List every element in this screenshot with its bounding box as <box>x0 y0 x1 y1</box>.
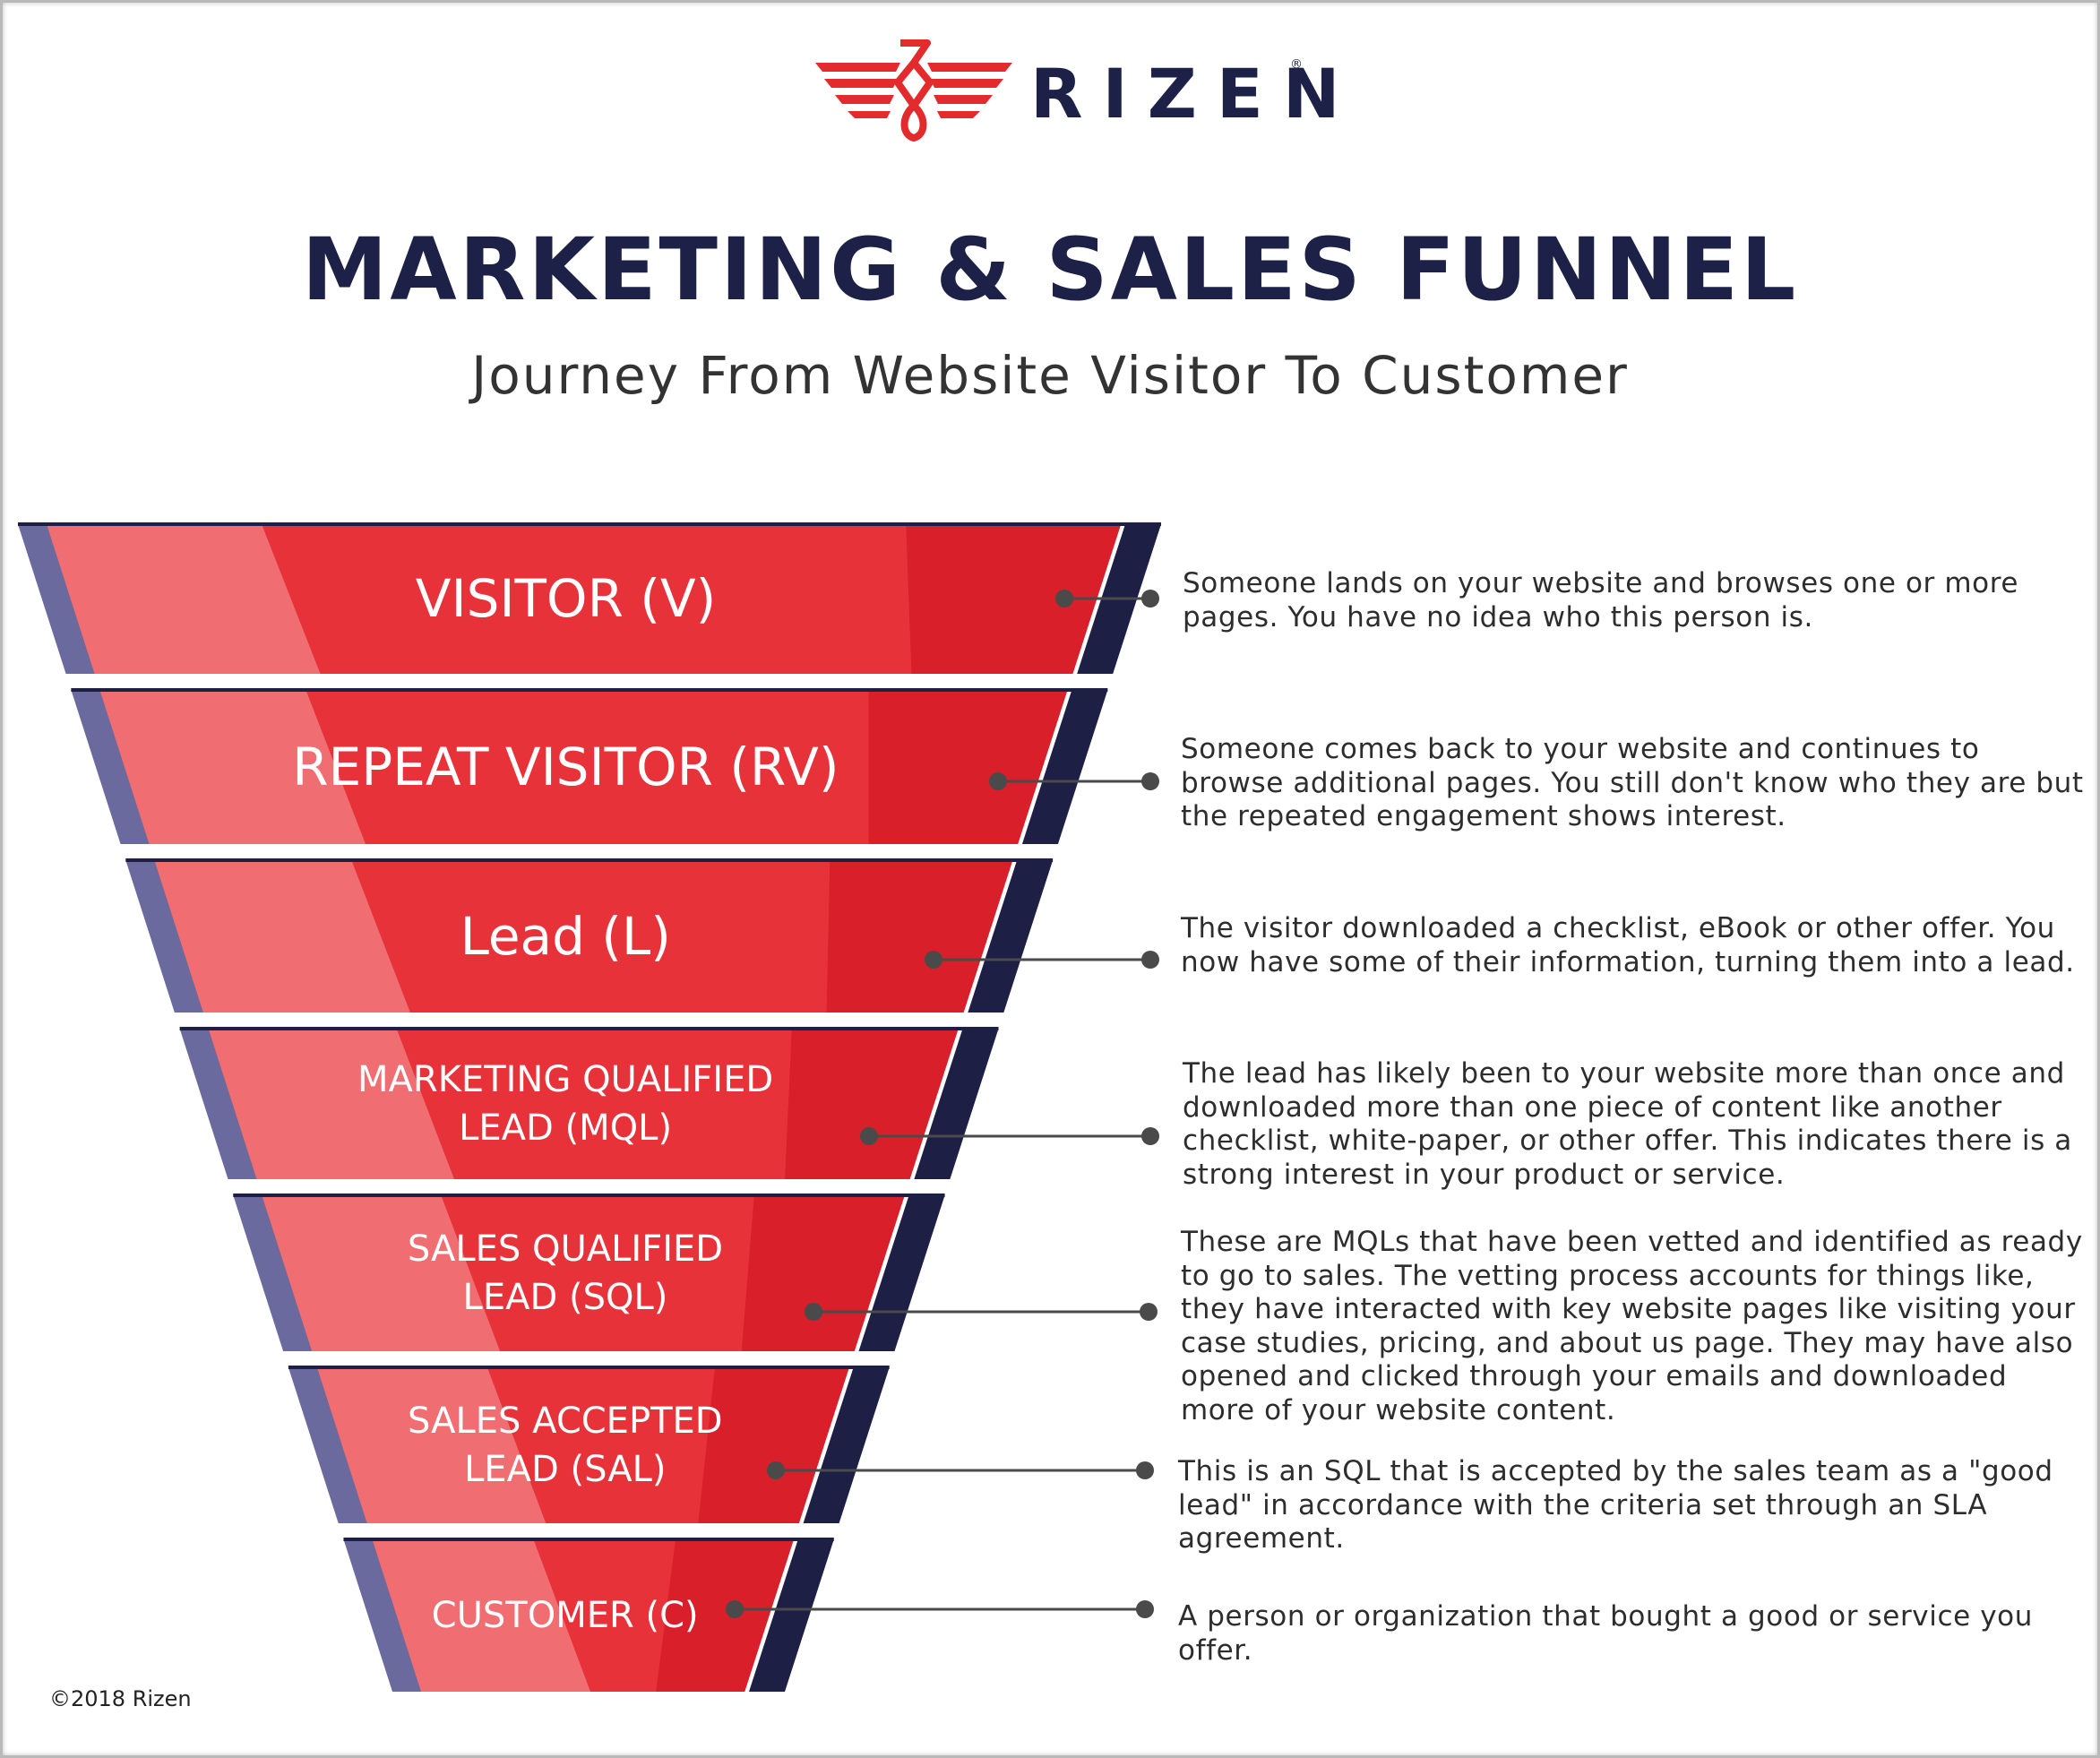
stage-label: REPEAT VISITOR (RV) <box>252 732 879 802</box>
stage-description: The visitor downloaded a checklist, eBoo… <box>1181 912 2075 978</box>
copyright-text: ©2018 Rizen <box>49 1686 192 1711</box>
connector-dot-end <box>1136 1461 1154 1479</box>
funnel-band-highlight <box>154 860 410 1013</box>
funnel-band-shade <box>656 1539 794 1692</box>
stage-label-line: SALES QUALIFIED <box>407 1228 724 1270</box>
funnel-band-left-side <box>71 690 159 844</box>
stage-label: MARKETING QUALIFIED LEAD (MQL) <box>252 1056 879 1152</box>
connector-dot-end <box>1136 1600 1154 1618</box>
stage-description: Someone comes back to your website and c… <box>1181 733 2084 832</box>
funnel-band-shade <box>698 1367 849 1523</box>
stage-label-line: MARKETING QUALIFIED <box>357 1059 774 1100</box>
connector-dot-start <box>767 1461 785 1479</box>
funnel-band-left-side <box>179 1029 266 1179</box>
stage-label-line: REPEAT VISITOR (RV) <box>292 736 839 797</box>
stage-description: Someone lands on your website and browse… <box>1183 567 2019 633</box>
stage-label: CUSTOMER (C) <box>252 1591 879 1640</box>
funnel-band-face <box>47 524 1122 674</box>
funnel-band-highlight <box>208 1029 455 1179</box>
winged-emblem-icon <box>815 39 1012 142</box>
funnel-band-right-shadow <box>968 860 1054 1013</box>
page-subtitle: Journey From Website Visitor To Customer <box>471 345 1629 406</box>
connector-dot-end <box>1141 590 1159 608</box>
funnel-band-shade <box>868 690 1068 844</box>
stage-label-line: VISITOR (V) <box>415 568 717 630</box>
funnel-band-left-side <box>125 860 212 1013</box>
connector-dot-end <box>1141 1127 1159 1145</box>
connector-dot-start <box>805 1303 822 1321</box>
funnel-band-left-side <box>18 524 104 674</box>
connector-dot-start <box>726 1600 744 1618</box>
funnel-band-right-shadow <box>914 1029 999 1179</box>
funnel-band-right-shadow <box>1021 690 1108 844</box>
funnel-band-highlight <box>47 524 321 674</box>
connector-dot-start <box>925 951 942 969</box>
funnel-band-highlight <box>262 1195 501 1351</box>
funnel-band-shade <box>826 860 1013 1013</box>
funnel-band-shade <box>906 524 1122 674</box>
page-title: MARKETING & SALES FUNNEL <box>301 220 1799 320</box>
funnel-band-highlight <box>372 1539 590 1692</box>
connector-dot-end <box>1141 772 1159 790</box>
funnel-band-left-side <box>233 1195 322 1351</box>
stage-label-line: SALES ACCEPTED <box>408 1400 723 1442</box>
funnel-band-highlight <box>316 1367 547 1523</box>
funnel-band-shade <box>785 1029 959 1179</box>
funnel-band-highlight <box>99 690 366 844</box>
funnel-band-left-side <box>288 1367 376 1523</box>
stage-description: These are MQLs that have been vetted and… <box>1181 1226 2083 1426</box>
stage-label: Lead (L) <box>252 901 879 971</box>
stage-label-line: CUSTOMER (C) <box>431 1595 699 1636</box>
connector-dot-end <box>1140 1303 1158 1321</box>
connector-dot-start <box>860 1127 878 1145</box>
stage-label: VISITOR (V) <box>253 564 880 633</box>
stage-label-line: LEAD (SAL) <box>464 1449 667 1490</box>
funnel-band-right-shadow <box>749 1539 834 1692</box>
stage-label: SALES ACCEPTED LEAD (SAL) <box>252 1397 879 1494</box>
connector-dot-end <box>1141 951 1159 969</box>
connector-dot-start <box>989 772 1007 790</box>
funnel-band-right-shadow <box>803 1367 890 1523</box>
funnel-band-left-side <box>343 1539 430 1692</box>
stage-label: SALES QUALIFIED LEAD (SQL) <box>252 1225 879 1322</box>
stage-description: The lead has likely been to your website… <box>1183 1057 2072 1191</box>
registered-mark: ® <box>1290 57 1303 72</box>
stage-description: A person or organization that bought a g… <box>1178 1600 2033 1667</box>
connector-dot-start <box>1055 590 1073 608</box>
logo: RIZEN ® <box>815 27 1339 143</box>
stage-description: This is an SQL that is accepted by the s… <box>1178 1455 2053 1555</box>
stage-label-line: LEAD (SQL) <box>462 1277 668 1318</box>
stage-label-line: LEAD (MQL) <box>459 1107 673 1149</box>
brand-name: RIZEN <box>1030 54 1360 134</box>
stage-label-line: Lead (L) <box>460 905 671 967</box>
